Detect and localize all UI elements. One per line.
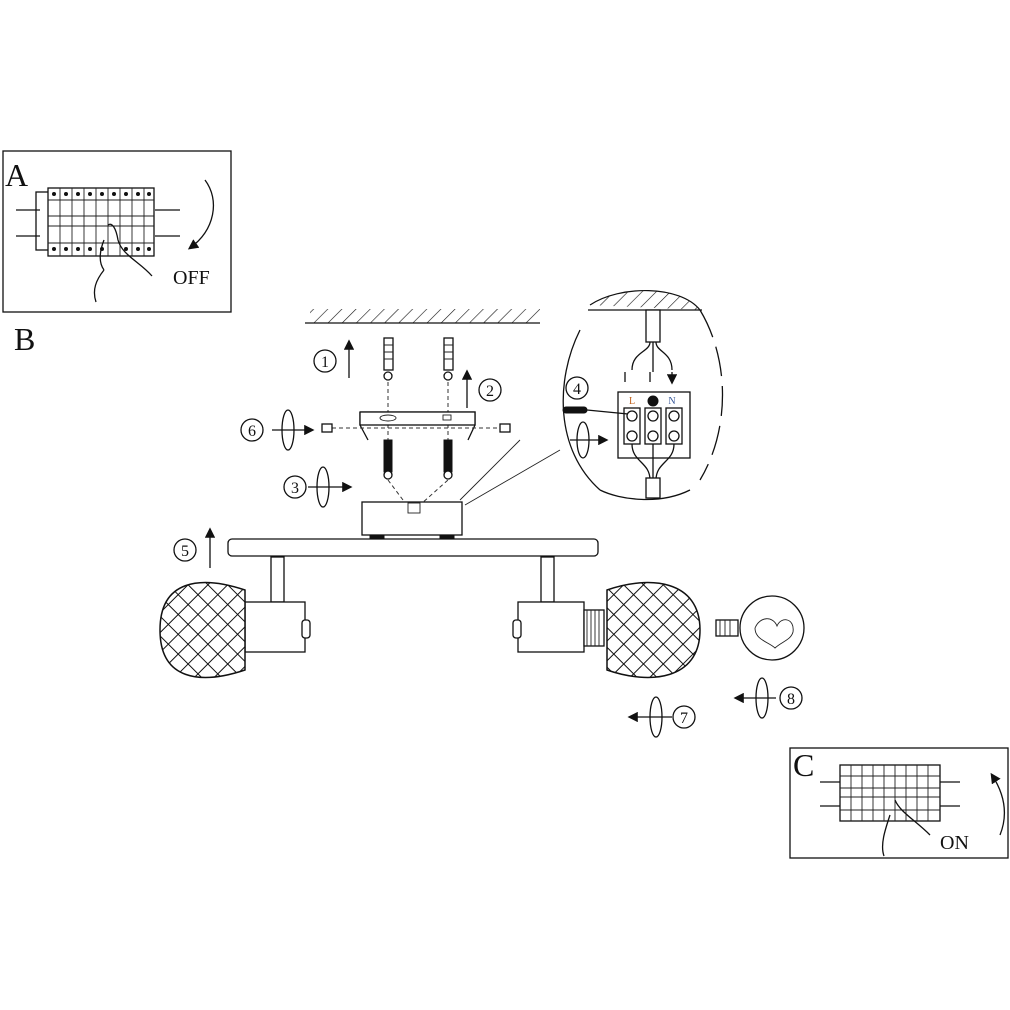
panel-a-letter: A <box>5 157 28 193</box>
panel-c-letter: C <box>793 747 814 783</box>
wall-plug-icon <box>443 337 454 381</box>
hand-icon <box>881 799 931 857</box>
screw-icon <box>443 439 453 480</box>
step-7-badge <box>672 705 696 729</box>
panel-b-letter: B <box>14 321 35 357</box>
mesh-shade <box>606 581 701 679</box>
wall-plug-icon <box>383 337 394 381</box>
screw-rotate-icon <box>272 409 315 451</box>
screw-icon <box>383 439 393 480</box>
right-spotlight <box>512 556 701 679</box>
breaker-box-icon <box>820 764 960 822</box>
turn-off-arrow-icon <box>187 179 215 250</box>
step-5-number: 5 <box>181 543 189 560</box>
screw-icon <box>499 423 511 433</box>
step-7-number: 7 <box>680 710 688 727</box>
canopy <box>361 501 463 540</box>
earth-icon <box>647 395 659 407</box>
step-3-number: 3 <box>291 480 299 497</box>
step-3-badge <box>283 475 307 499</box>
panel-a-off-label: OFF <box>173 267 210 289</box>
light-bar <box>227 538 599 557</box>
step-4-badge <box>565 376 589 400</box>
step-5-badge <box>173 538 197 562</box>
step-6-number: 6 <box>248 423 256 440</box>
step-2-number: 2 <box>486 383 494 400</box>
step-6-badge <box>240 418 264 442</box>
ceiling <box>305 309 540 324</box>
step-8-number: 8 <box>787 691 795 708</box>
mounting-bracket <box>359 411 476 441</box>
panel-c-switch-on: C ON <box>789 747 1009 859</box>
terminal-live-label: L <box>629 396 635 407</box>
screw-in-rotate-icon <box>733 677 776 719</box>
step-1-number: 1 <box>321 354 329 371</box>
panel-a-switch-off: A OFF <box>2 150 232 313</box>
hand-icon <box>93 223 153 303</box>
breaker-box-icon <box>16 187 180 257</box>
step-8-badge <box>779 686 803 710</box>
turn-on-arrow-icon <box>990 772 1006 836</box>
screw-icon <box>321 423 333 433</box>
mesh-shade <box>159 581 246 679</box>
screw-rotate-icon <box>308 466 353 508</box>
wiring-detail: L N 4 <box>562 290 724 501</box>
panel-c-on-label: ON <box>940 832 969 854</box>
left-spotlight <box>159 556 311 679</box>
step-4-number: 4 <box>573 381 581 398</box>
step-1-badge <box>313 349 337 373</box>
light-bulb-icon <box>715 595 805 661</box>
terminal-neutral-label: N <box>668 396 675 407</box>
step-2-badge <box>478 378 502 402</box>
unscrew-rotate-icon <box>627 696 672 738</box>
screwdriver-icon <box>562 406 629 415</box>
